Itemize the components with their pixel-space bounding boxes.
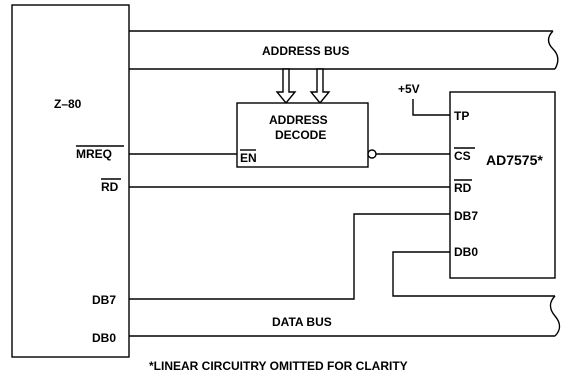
decoder-output-bubble xyxy=(367,149,377,159)
z80-cpu-block xyxy=(11,4,130,358)
address-bus-arrow-left xyxy=(275,68,297,105)
z80-db0-pin: DB0 xyxy=(92,331,116,345)
db0-wire xyxy=(392,251,555,297)
ad7575-rd-pin: RD xyxy=(454,181,472,195)
ad7575-db7-pin: DB7 xyxy=(454,209,478,223)
z80-rd-pin: RD xyxy=(101,180,119,194)
db7-wire xyxy=(129,213,450,300)
ad7575-tp-pin: TP xyxy=(454,109,469,123)
data-bus xyxy=(129,295,561,337)
footnote: *LINEAR CIRCUITRY OMITTED FOR CLARITY xyxy=(149,359,408,373)
address-bus xyxy=(129,30,559,70)
decoder-en-pin-label: EN xyxy=(240,151,257,165)
address-decoder-block xyxy=(236,102,369,168)
data-bus-label: DATA BUS xyxy=(272,315,332,329)
ad7575-db0-pin: DB0 xyxy=(454,245,478,259)
ad7575-block xyxy=(449,91,556,279)
address-bus-arrow-right xyxy=(309,68,331,105)
z80-db7-pin: DB7 xyxy=(92,293,116,307)
decoder-label-address: ADDRESS xyxy=(269,113,328,127)
z80-label: Z–80 xyxy=(54,97,82,111)
supply-5v-label: +5V xyxy=(398,82,420,96)
address-bus-label: ADDRESS BUS xyxy=(262,44,349,58)
tp-supply-wire xyxy=(412,99,450,116)
decoder-label-decode: DECODE xyxy=(275,128,326,142)
ad7575-cs-pin: CS xyxy=(454,149,471,163)
z80-mreq-pin: MREQ xyxy=(76,147,112,161)
ad7575-label: AD7575* xyxy=(486,152,543,168)
